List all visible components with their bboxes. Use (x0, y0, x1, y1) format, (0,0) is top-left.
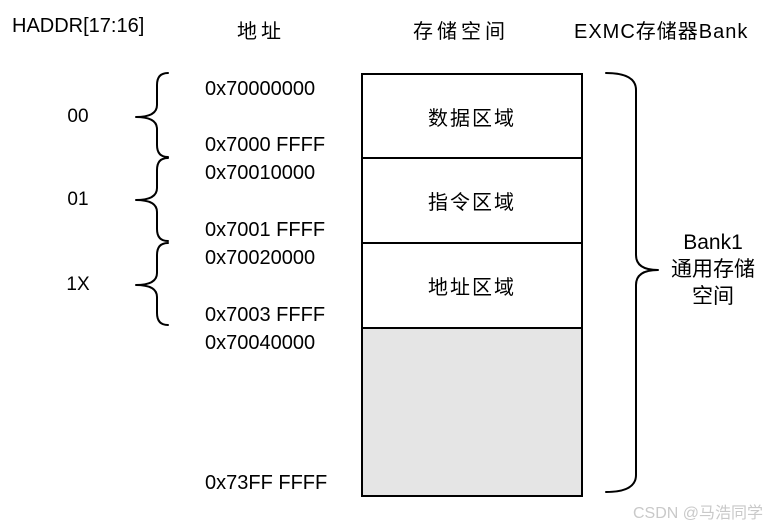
csdn-watermark: CSDN @马浩同学 (633, 505, 764, 522)
address-label: 0x7001 FFFF (205, 219, 326, 241)
haddr-value-00: 00 (67, 106, 89, 127)
bank1-label-line2: 通用存储 (671, 258, 755, 281)
column-header-exmc-bank: EXMC存储器Bank (574, 21, 749, 43)
column-header-haddr: HADDR[17:16] (12, 15, 145, 37)
haddr-value-1x: 1X (66, 274, 90, 295)
left-brace-00 (135, 72, 169, 158)
region-instruction: 指令区域 (363, 157, 581, 242)
region-data: 数据区域 (363, 75, 581, 157)
address-label: 0x70010000 (205, 162, 316, 184)
left-brace-1x (135, 242, 169, 326)
address-label: 0x7000 FFFF (205, 134, 326, 156)
bank1-label-line3: 空间 (692, 285, 734, 308)
left-brace-01 (135, 157, 169, 242)
region-label: 数据区域 (428, 107, 516, 130)
region-reserved (363, 327, 581, 495)
address-label: 0x70020000 (205, 247, 316, 269)
bank1-label-line1: Bank1 (683, 231, 743, 254)
column-header-address: 地址 (237, 21, 285, 43)
region-label: 地址区域 (428, 277, 516, 299)
region-address: 地址区域 (363, 242, 581, 327)
bank1-label: Bank1 通用存储 空间 (658, 229, 768, 310)
column-header-memory-space: 存储空间 (413, 21, 509, 43)
address-label: 0x73FF FFFF (205, 472, 328, 494)
haddr-value-01: 01 (67, 189, 89, 210)
address-label: 0x70000000 (205, 78, 316, 100)
memory-map-box: 数据区域 指令区域 地址区域 (361, 73, 583, 497)
address-label: 0x70040000 (205, 332, 316, 354)
right-brace-bank1 (605, 72, 659, 493)
address-label: 0x7003 FFFF (205, 304, 326, 326)
region-label: 指令区域 (428, 192, 516, 214)
